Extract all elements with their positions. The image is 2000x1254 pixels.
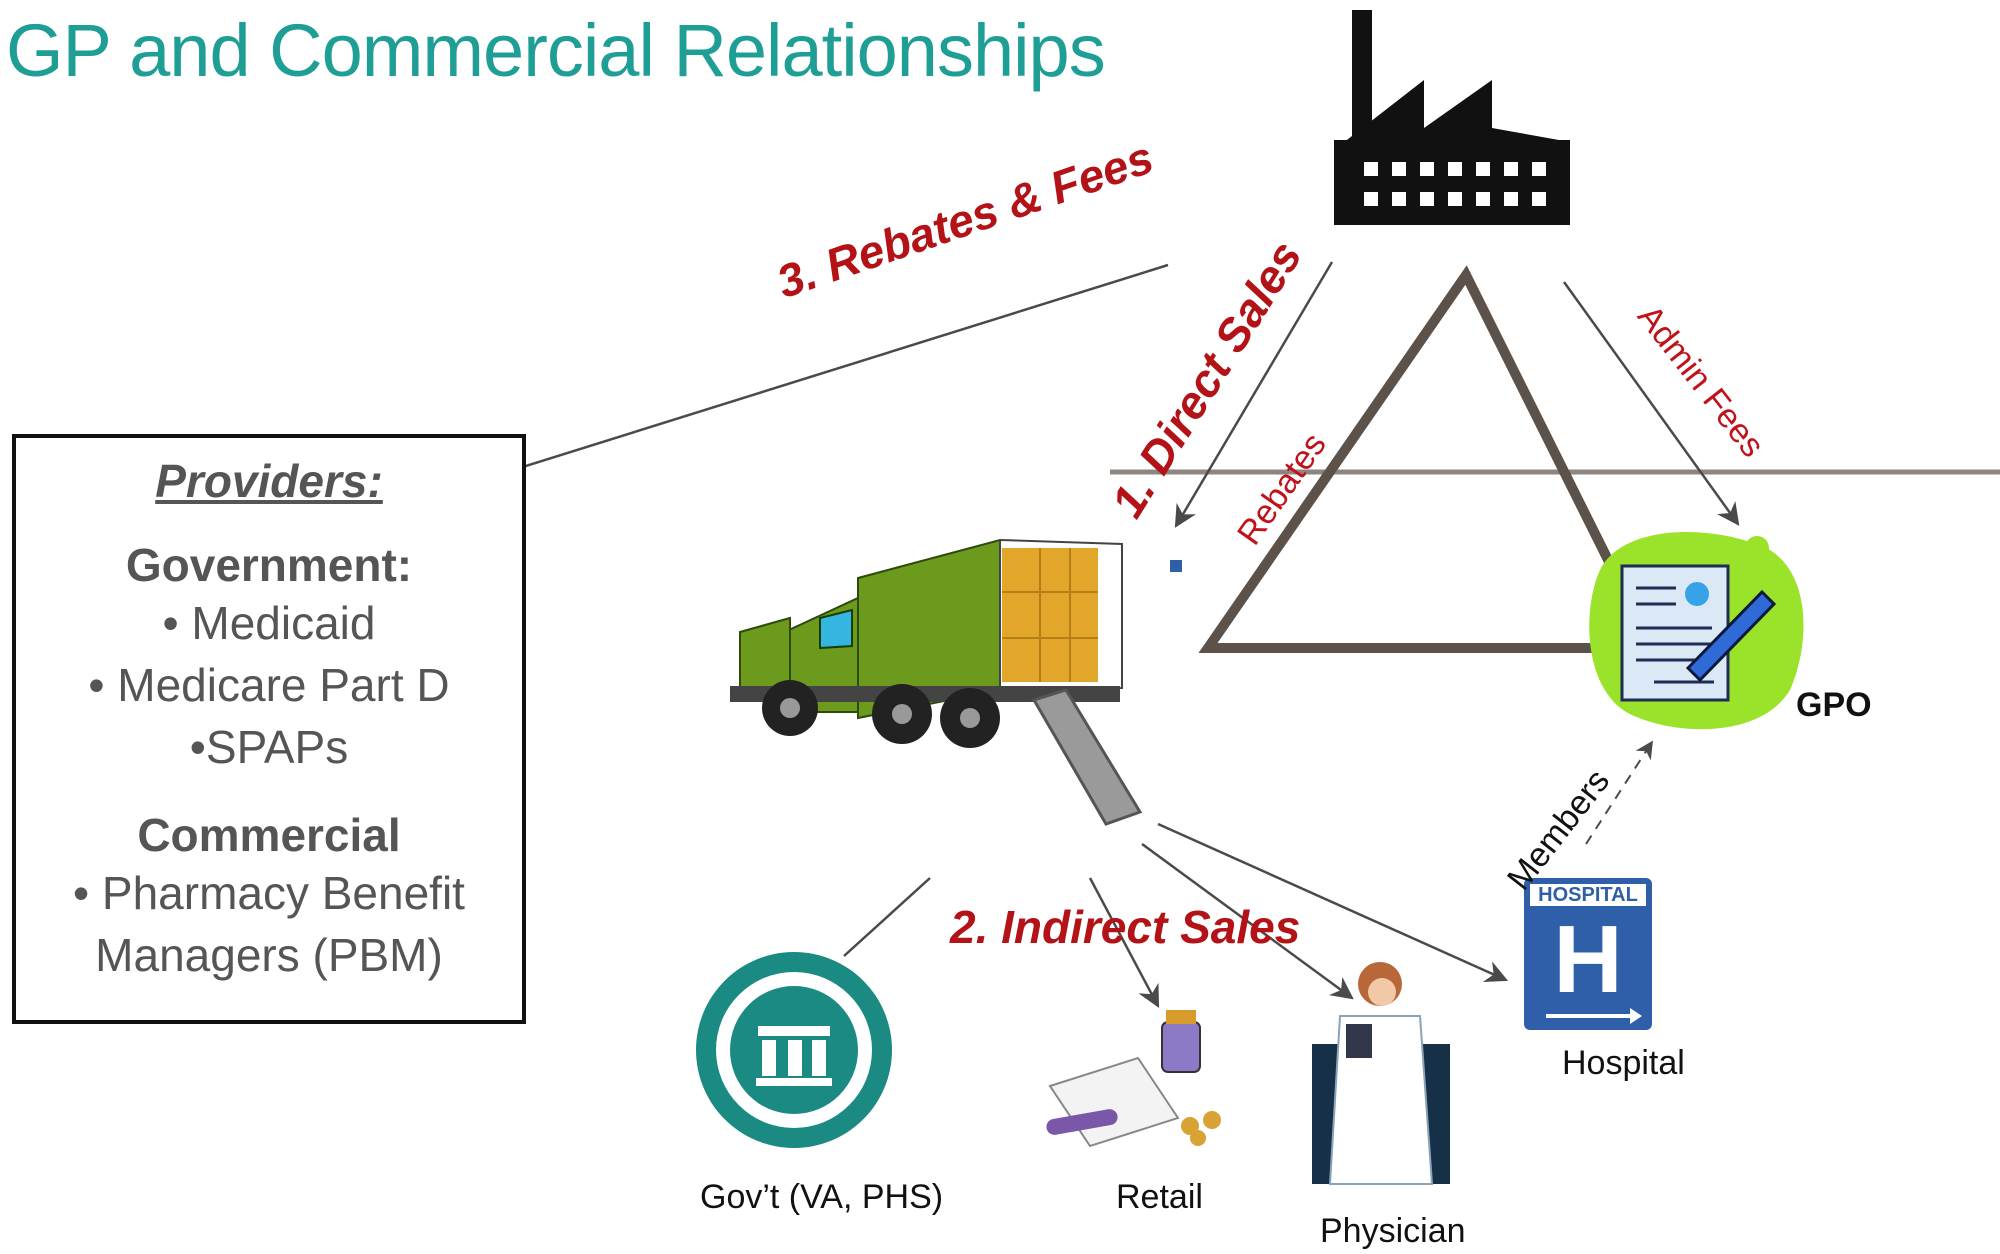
hospital-sign-letter: H [1553,906,1623,1013]
hospital-label: Hospital [1562,1044,1685,1082]
admin-fees-arrow [1562,281,1740,526]
gpo-label: GPO [1796,686,1872,724]
government-heading: Government: [125,539,413,591]
triangle-shape [1198,265,1661,653]
physician-icon [1312,962,1450,1185]
government-item: •SPAPs [189,721,349,773]
members-arrow [1585,740,1653,845]
government-item: • Medicaid [162,597,376,649]
hospital-sign-icon [1524,878,1652,1030]
retail-pharmacy-icon [1046,1010,1221,1148]
government-item: • Medicare Part D [88,659,450,711]
indirect-sales-label: 2. Indirect Sales [950,901,1301,953]
indirect-govt-line [843,877,931,957]
factory-icon [1334,10,1570,225]
indirect-retail-arrow [1088,877,1160,1008]
providers-heading: Providers: [155,455,383,507]
indirect-hospital-arrow [1157,822,1509,982]
commercial-item: Managers (PBM) [95,929,443,981]
rebates-fees-arrow [459,263,1169,491]
gpo-contract-icon [1589,531,1804,730]
physician-label: Physician [1320,1212,1466,1250]
indirect-physician-arrow [1141,842,1354,1000]
truck-icon [730,538,1143,826]
government-building-icon [696,952,892,1148]
page-title: GP and Commercial Relationships [6,9,1106,92]
direct-sales-arrow [1174,261,1334,528]
retail-label: Retail [1116,1178,1203,1216]
govt-label: Gov’t (VA, PHS) [700,1178,944,1216]
providers-box: Providers: Government: • Medicaid • Medi… [12,434,526,1024]
small-marker-icon [1170,560,1182,572]
commercial-item: • Pharmacy Benefit [73,867,465,919]
commercial-heading: Commercial [137,809,401,861]
hospital-sign-text: HOSPITAL [1538,884,1638,906]
